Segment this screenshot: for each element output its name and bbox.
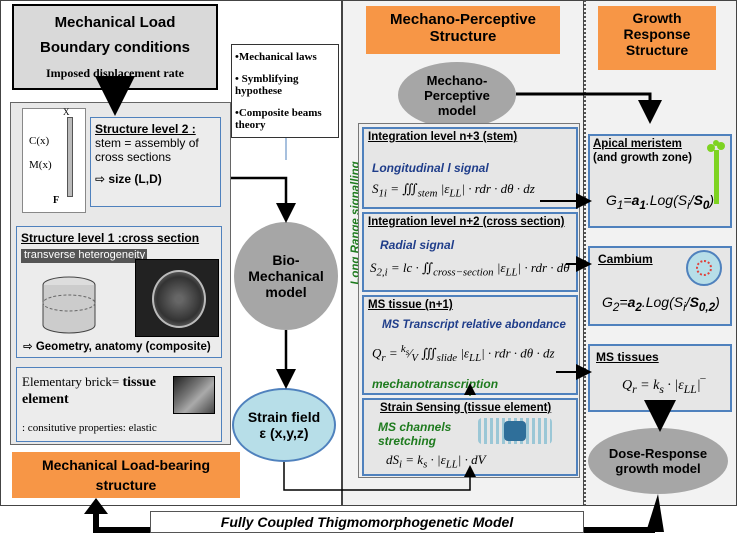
beam-label-cx: C(x): [29, 135, 50, 147]
tissue-image: [173, 376, 215, 414]
feedback-arrowhead: [84, 498, 108, 514]
strain-sensing-formula: dSi = ks · |εLL| · dV: [386, 452, 486, 471]
level3-title: Integration level n+3 (stem): [368, 131, 518, 143]
load-bearing-line1: Mechanical Load-bearing: [41, 457, 211, 473]
growth-header-line2: Response: [623, 26, 691, 42]
ms-channel-icon: [478, 418, 552, 444]
structure-level-1-title: Structure level 1 :cross section: [21, 231, 200, 245]
mechanical-laws-box: •Mechanical laws • Symblifying hypothese…: [231, 44, 339, 138]
dose-response-model: Dose-Response growth model: [588, 428, 728, 494]
cylinder-icon: [39, 275, 99, 337]
beam-label-f: F: [53, 195, 60, 206]
structure-size-text: ⇨ size (L,D): [95, 172, 162, 186]
imposed-displacement-text: Imposed displacement rate: [46, 66, 184, 80]
cambium-box: Cambium G2=a2.Log(Si/S0,2): [588, 246, 732, 326]
arrow-strain-to-sensing: [283, 462, 476, 491]
ms-tissues-title: MS tissues: [596, 350, 659, 364]
structure-level-2-line1: stem = assembly of: [95, 136, 199, 150]
beam-label-mx: M(x): [29, 159, 52, 171]
brick-properties-text: : consitutive properties: elastic: [22, 422, 157, 434]
bio-mechanical-model: Bio- Mechanical model: [234, 222, 338, 330]
cross-section-ring: [152, 270, 206, 328]
mechano-perceptive-model: Mechano- Perceptive model: [398, 62, 516, 128]
dose-response-text: Dose-Response growth model: [608, 446, 708, 476]
ms-tissue-signal: MS Transcript relative abondance: [382, 319, 566, 331]
integration-level-3-box: Integration level n+3 (stem) Longitudina…: [362, 127, 578, 209]
mechanical-load-title: Mechanical Load: [54, 14, 176, 31]
structure-level-2-title: Structure level 2 :: [95, 122, 196, 136]
growth-response-header: Growth Response Structure: [598, 6, 716, 70]
apical-title: Apical meristem: [593, 138, 682, 150]
law-mechanical: •Mechanical laws: [235, 51, 317, 63]
beam-rod: [67, 117, 73, 197]
strain-sensing-box: Strain Sensing (tissue element) MS chann…: [362, 398, 578, 476]
plant-icon: [706, 140, 726, 204]
beam-label-x: X: [63, 107, 70, 117]
fully-coupled-label: Fully Coupled Thigmomorphogenetic Model: [150, 511, 584, 533]
mechano-perceptive-header: Mechano-Perceptive Structure: [366, 6, 560, 54]
feedback-funnel: [646, 494, 664, 532]
mechanical-load-bearing-box: Mechanical Load-bearing structure: [12, 452, 240, 498]
beam-diagram: X C(x) M(x) F: [22, 107, 86, 213]
strain-field: Strain field ε (x,y,z): [232, 388, 336, 462]
growth-header-line1: Growth: [632, 10, 682, 26]
mp-header-line1: Mechano-Perceptive: [390, 11, 536, 28]
arrow-model-to-growth: [516, 92, 662, 124]
ms-tissues-formula: Qr = ks · |εLL|‾: [622, 378, 706, 396]
arrow-structure-to-biomech: [231, 176, 296, 223]
integration-level-2-box: Integration level n+2 (cross section) Ra…: [362, 212, 578, 292]
geometry-anatomy-text: ⇨ Geometry, anatomy (composite): [23, 341, 211, 353]
load-bearing-line2: structure: [95, 477, 157, 493]
left-panel: [0, 0, 342, 506]
apical-meristem-box: Apical meristem (and growth zone) G1=a1.…: [588, 134, 732, 228]
strain-sensing-title: Strain Sensing (tissue element): [380, 402, 552, 414]
ms-channel-core: [504, 421, 526, 441]
boundary-conditions-title: Boundary conditions: [40, 39, 190, 56]
mp-header-line2: Structure: [429, 28, 497, 45]
apical-formula: G1=a1.Log(Si/S0): [606, 192, 715, 212]
transverse-banner: transverse heterogeneity: [21, 249, 147, 263]
cambium-icon: [686, 250, 722, 286]
law-composite: •Composite beams theory: [235, 107, 322, 131]
structure-level-1-box: Structure level 1 :cross section transve…: [16, 226, 222, 358]
tissue-element-box: Elementary brick= tissue element : consi…: [16, 367, 222, 442]
level3-signal: Longitudinal l signal: [372, 161, 489, 175]
law-symplifying: • Symblifying hypothese: [235, 73, 299, 97]
brick-tissue-text: tissue: [122, 375, 156, 390]
apical-subtitle: (and growth zone): [593, 152, 693, 164]
growth-header-line3: Structure: [625, 42, 689, 58]
strain-field-var: ε (x,y,z): [259, 425, 309, 441]
cambium-formula: G2=a2.Log(Si/S0,2): [602, 294, 720, 314]
bio-mechanical-text: Bio- Mechanical model: [248, 252, 324, 300]
level2-title: Integration level n+2 (cross section): [368, 216, 565, 228]
strain-field-title: Strain field: [247, 409, 321, 425]
mp-model-text: Mechano- Perceptive model: [424, 72, 490, 118]
level2-formula: S2,i = lc · ∬cross−section |εLL| · rdr ·…: [370, 260, 570, 279]
ms-tissue-title: MS tissue (n+1): [368, 299, 453, 311]
ms-tissue-formula: Qr = ks⁄V ∭slide |εLL| · rdr · dθ · dz: [372, 343, 555, 364]
cross-section-image: [135, 259, 219, 337]
structure-level-2-line2: cross sections: [95, 150, 172, 164]
structure-level-2-box: Structure level 2 : stem = assembly of c…: [90, 117, 221, 207]
brick-element-text: element: [22, 392, 69, 407]
ms-channels-stretching: MS channels stretching: [378, 420, 452, 448]
cambium-ring: [696, 260, 712, 276]
cambium-title: Cambium: [598, 252, 653, 266]
brick-text: Elementary brick=: [22, 374, 123, 389]
brick-line1: Elementary brick= tissue: [22, 374, 156, 391]
level3-formula: S1i = ∭stem |εLL| · rdr · dθ · dz: [372, 181, 535, 200]
level2-signal: Radial signal: [380, 238, 455, 252]
